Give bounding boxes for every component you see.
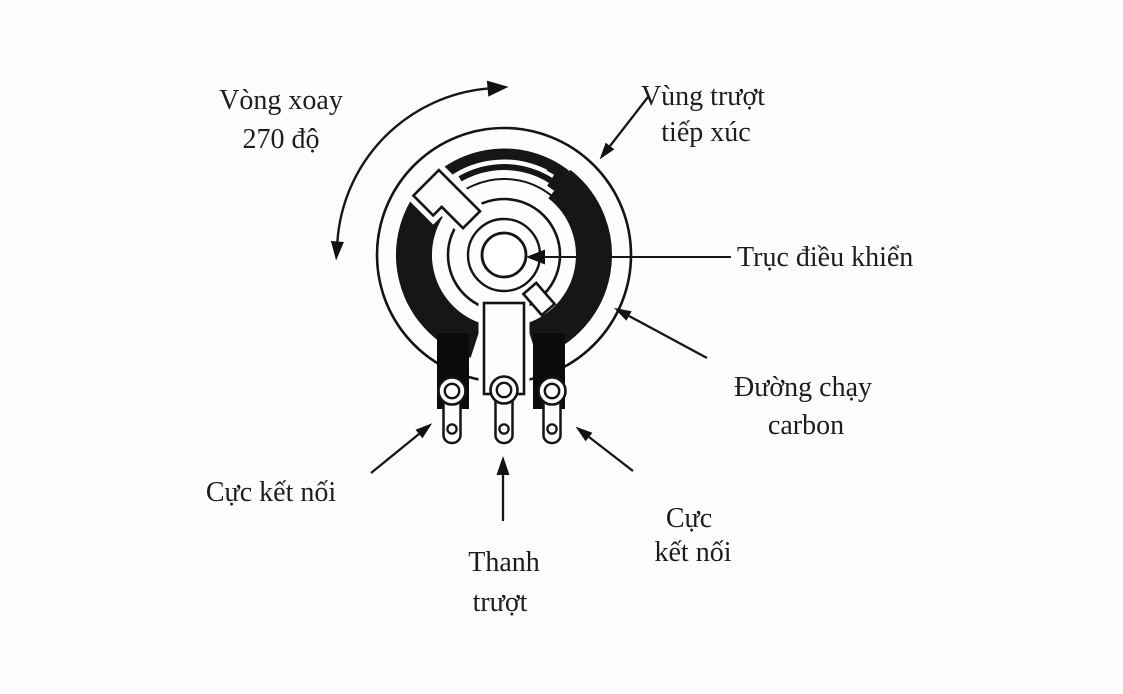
contact-area-label-line2: tiếp xúc (661, 117, 750, 148)
terminal-right-label-line1: Cực (666, 503, 712, 534)
carbon-track-arrow-line (628, 314, 708, 360)
contact-area-arrow (599, 96, 649, 160)
shaft-label: Trục điều khiển (737, 242, 913, 273)
contact-area-arrowhead (599, 142, 615, 160)
rotation-label-line1: Vòng xoay (219, 85, 343, 116)
terminal-left-label: Cực kết nối (206, 477, 336, 508)
terminal-right-label-line2: kết nối (655, 537, 732, 568)
contact-area-label-line1: Vùng trượt (641, 81, 765, 112)
terminal-right-arrow-line (588, 436, 634, 472)
terminal-left-arrow (370, 423, 433, 474)
wiper-contact-tab (521, 281, 557, 317)
control-shaft (480, 231, 528, 279)
shaft-arrowhead (526, 249, 545, 265)
terminal-left-arrow-line (370, 433, 420, 474)
wiper-bar-arrow (496, 456, 510, 521)
terminal-right (537, 376, 567, 445)
contact-area-arrow-line (609, 96, 649, 147)
rotation-arrowhead-bottom (330, 241, 344, 261)
terminal-middle-hole (495, 381, 513, 399)
terminal-right-hole (543, 382, 561, 400)
terminal-right-small-hole (546, 423, 558, 435)
terminal-left (437, 376, 467, 445)
carbon-track-label-line2: carbon (768, 410, 844, 441)
wiper-bar-label-line2: trượt (473, 587, 528, 618)
shaft-arrow (526, 249, 731, 265)
wiper-bar-label-line1: Thanh (468, 547, 540, 578)
terminal-left-hole (443, 382, 461, 400)
terminal-left-small-hole (446, 423, 458, 435)
terminal-right-arrowhead (575, 426, 593, 442)
rotation-arc (336, 87, 488, 242)
carbon-track-label-line1: Đường chạy (734, 372, 872, 403)
sliding-contact-strip-short (546, 167, 592, 213)
rotation-arrowhead-top (486, 80, 509, 97)
terminal-middle-small-hole (498, 423, 510, 435)
carbon-track-arrow (614, 307, 708, 360)
wiper-arm (411, 168, 482, 231)
sliding-contact-strip (458, 164, 578, 206)
terminal-left-arrowhead (415, 423, 433, 439)
terminal-right-arrow (575, 426, 634, 472)
rotation-arrow (330, 80, 509, 261)
rotation-label-line2: 270 độ (243, 124, 320, 155)
terminal-middle (489, 375, 519, 445)
potentiometer-figure (375, 126, 633, 445)
carbon-track-arrowhead (614, 307, 632, 321)
wiper-bar-arrowhead (496, 456, 510, 475)
